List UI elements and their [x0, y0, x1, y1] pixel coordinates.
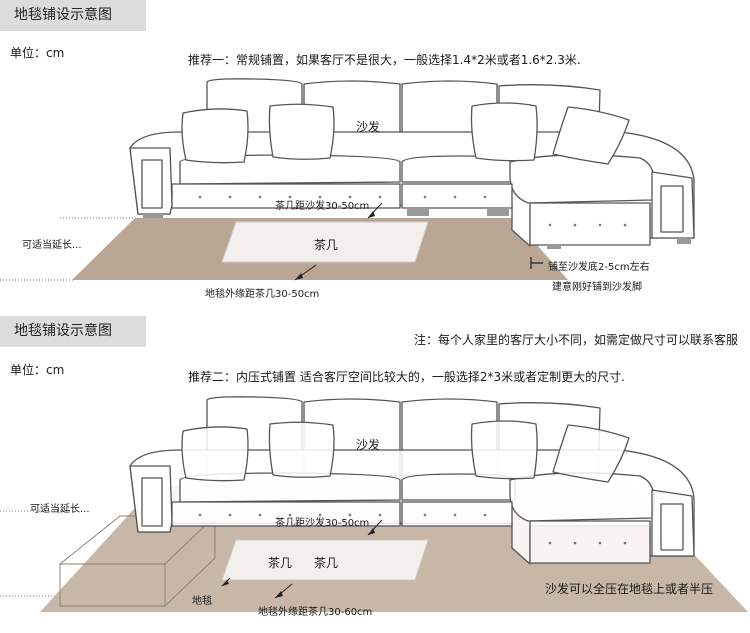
panel-2-scene	[0, 396, 748, 612]
panel-1-table-distance: 茶几距沙发30-50cm	[275, 201, 370, 212]
extension-box	[164, 557, 216, 607]
right-arm-panel	[660, 185, 684, 233]
chaise-cushion	[509, 472, 655, 522]
arrow-head	[275, 591, 283, 598]
diagram-panel-1: 地毯铺设示意图 单位：cm 推荐一：常规铺置，如果客厅不是很大，一般选择1.4*…	[0, 0, 750, 316]
coffee-table	[221, 221, 429, 263]
panel-2-table-label-b: 茶几	[314, 556, 339, 570]
sofa-leg	[487, 207, 509, 216]
coffee-table	[221, 539, 429, 581]
throw-pillow	[181, 108, 249, 164]
panel-2-header: 地毯铺设示意图	[0, 316, 146, 347]
panel-2-sofa-label: 沙发	[356, 438, 381, 452]
sofa-leg	[677, 238, 691, 244]
panel-2-table-distance: 茶几距沙发30-50cm	[275, 518, 370, 529]
base-rail	[171, 183, 401, 209]
panel-2-unit: 单位：cm	[10, 363, 65, 377]
base-rail	[401, 183, 513, 209]
sofa-leg	[407, 207, 429, 216]
panel-2-extend-label: 可适当延长...	[30, 504, 90, 515]
panel-2-recommendation: 推荐二：内压式铺置 适合客厅空间比较大的，一般选择2*3米或者定制更大的尺寸.	[188, 370, 625, 384]
panel-1-sofa-label: 沙发	[356, 120, 381, 134]
right-arm-panel	[660, 503, 684, 551]
sofa-leg	[547, 244, 561, 249]
panel-2-table-label-a: 茶几	[268, 556, 293, 570]
sofa-leg	[143, 213, 163, 218]
throw-pillow	[181, 426, 249, 482]
base-rail	[401, 501, 513, 527]
arrow-head	[368, 528, 375, 535]
chaise-base	[529, 520, 651, 564]
throw-pillow	[552, 106, 630, 165]
arrow-head	[222, 580, 229, 586]
panel-1-table-label: 茶几	[314, 238, 339, 252]
panel-1-extend-label: 可适当延长...	[22, 240, 82, 251]
arrow-head	[295, 273, 303, 280]
panel-2-edge-distance: 地毯外缘距茶几30-60cm	[258, 607, 373, 618]
throw-pillow	[470, 102, 538, 162]
left-arm-panel	[141, 477, 163, 527]
panel-1-under-sofa: 铺至沙发底2-5cm左右	[548, 262, 650, 273]
chaise-cushion	[509, 154, 655, 204]
panel-2-note: 注：每个人家里的客厅大小不同，如需定做尺寸可以联系客服	[414, 333, 739, 347]
panel-1-recommendation: 推荐一：常规铺置，如果客厅不是很大，一般选择1.4*2米或者1.6*2.3米.	[188, 53, 581, 67]
extension-box	[59, 563, 166, 607]
bracket-mark	[530, 257, 543, 269]
panel-2-rug-label: 地毯	[192, 596, 212, 607]
throw-pillow	[268, 103, 335, 160]
throw-pillow	[552, 424, 630, 483]
panel-2-press-label: 沙发可以全压在地毯上或者半压	[545, 582, 714, 596]
chaise-base	[529, 202, 651, 246]
diagram-panel-2: 地毯铺设示意图 单位：cm 注：每个人家里的客厅大小不同，如需定做尺寸可以联系客…	[0, 316, 750, 633]
panel-1-unit: 单位：cm	[10, 46, 65, 60]
throw-pillow	[268, 421, 335, 478]
panel-1-scene	[0, 78, 695, 281]
arrow-head	[368, 211, 375, 218]
throw-pillow	[470, 420, 538, 480]
left-arm-panel	[141, 159, 163, 209]
panel-1-edge-distance: 地毯外缘距茶几30-50cm	[205, 289, 320, 300]
panel-1-suggestion: 建意刚好铺到沙发脚	[552, 282, 642, 293]
panel-1-header: 地毯铺设示意图	[0, 0, 146, 31]
